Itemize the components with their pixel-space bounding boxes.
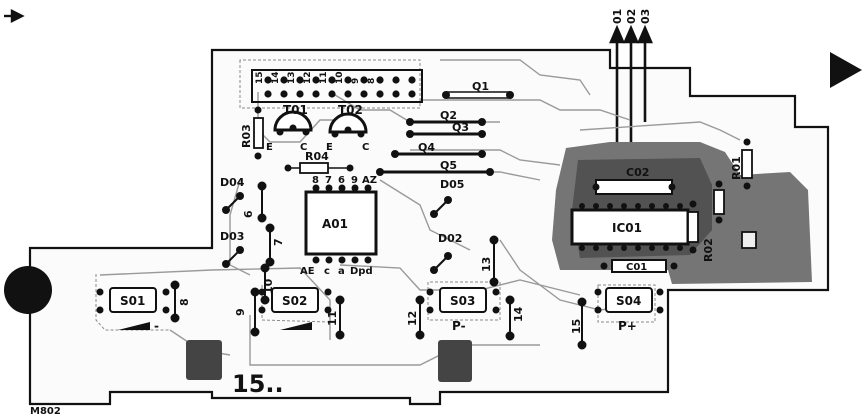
ic-pin-top-9: 9	[351, 175, 358, 186]
transistor-t01	[273, 110, 313, 136]
jumper-label-7: 7	[272, 238, 285, 246]
resistor-r01	[713, 138, 757, 249]
connector-label-14: 14	[271, 71, 281, 84]
diode-d05-label: D05	[440, 178, 464, 191]
ic-ic01-label: IC01	[612, 221, 642, 235]
transistor-t02-label: T02	[338, 103, 363, 117]
capacitor-c02-label: C02	[626, 166, 649, 179]
t01-pin-c: C	[300, 142, 307, 153]
ic-pin-top-8: 8	[312, 175, 319, 186]
output-arrows	[609, 24, 653, 142]
bridge-q3-label: Q3	[452, 121, 469, 134]
output-label-02: 02	[625, 9, 638, 24]
diode-d03-label: D03	[220, 230, 244, 243]
switch-s03	[426, 287, 500, 314]
resistor-r04-label: R04	[305, 150, 329, 163]
jumper-label-9: 9	[234, 308, 247, 316]
jumper-label-11: 11	[326, 311, 339, 326]
diode-d05	[430, 196, 452, 218]
switch-s04	[594, 287, 664, 314]
resistor-r04	[284, 162, 354, 174]
jumper-label-8: 8	[178, 298, 191, 306]
jumper-label-6: 6	[242, 210, 255, 218]
output-label-03: 03	[639, 9, 652, 24]
diode-d02-label: D02	[438, 232, 462, 245]
switch-s03-sign: P-	[452, 319, 466, 333]
connector-block	[251, 69, 423, 103]
jumper-label-14: 14	[512, 306, 525, 322]
switch-s04-sign: P+	[618, 319, 637, 333]
resistor-r03	[253, 106, 264, 160]
capacitor-c01	[600, 259, 678, 273]
ic-pin-top-az: AZ	[362, 175, 377, 186]
alignment-circle	[4, 266, 52, 314]
transistor-t01-label: T01	[283, 103, 308, 117]
connector-label-8: 8	[367, 78, 377, 84]
ic-pin-bottom-ae: AE	[300, 266, 315, 277]
connector-label-12: 12	[303, 71, 313, 84]
connector-label-15: 15	[255, 71, 265, 84]
diode-d02	[430, 252, 452, 274]
switch-s02-label: S02	[282, 294, 307, 308]
resistor-r02	[687, 200, 699, 254]
switch-s03-label: S03	[450, 294, 475, 308]
t02-pin-e: E	[326, 142, 333, 153]
ic-ic01	[570, 203, 690, 251]
switch-s01-sign: -	[154, 319, 159, 333]
ic-pin-top-6: 6	[338, 175, 345, 186]
bridges-q2-q5	[376, 118, 494, 176]
t02-pin-c: C	[362, 142, 369, 153]
output-label-01: 01	[611, 9, 624, 24]
resistor-r01-label: R01	[730, 156, 743, 180]
pad-block-left	[186, 340, 222, 380]
ic-pin-top-7: 7	[325, 175, 332, 186]
capacitor-c02	[592, 179, 676, 195]
diode-d03	[222, 246, 244, 268]
ic-a01-label: A01	[322, 217, 348, 231]
diode-d04	[222, 192, 244, 214]
connector-label-10: 10	[335, 71, 345, 84]
jumper-label-15: 15	[570, 319, 583, 334]
transistor-t02	[328, 112, 368, 138]
resistor-r03-label: R03	[240, 124, 253, 148]
ic-pin-bottom-c: c	[324, 266, 330, 277]
ic-pin-bottom-a: a	[338, 266, 345, 277]
connector-label-11: 11	[319, 71, 329, 84]
pad-block-right	[438, 340, 472, 382]
switch-s04-label: S04	[616, 294, 641, 308]
bridge-q4-label: Q4	[418, 141, 435, 154]
bridge-q1-label: Q1	[472, 80, 489, 93]
switch-s02	[258, 287, 332, 330]
top-left-arrow-mark	[4, 9, 25, 23]
alignment-triangle	[830, 52, 862, 88]
t01-pin-e: E	[266, 142, 273, 153]
board-number: 15..	[232, 370, 284, 398]
switch-s01-label: S01	[120, 294, 145, 308]
switch-s01	[96, 287, 170, 330]
drawing-code: M802	[30, 406, 61, 417]
connector-pads	[264, 76, 416, 98]
jumper-label-13: 13	[480, 257, 493, 272]
jumper-wires	[170, 181, 587, 350]
connector-label-13: 13	[287, 71, 297, 84]
bridge-q2-label: Q2	[440, 109, 457, 122]
ic-pin-bottom-dpd: Dpd	[350, 266, 373, 277]
bridge-q5-label: Q5	[440, 159, 457, 172]
capacitor-c01-label: C01	[626, 262, 647, 273]
diode-d04-label: D04	[220, 176, 245, 189]
connector-label-9: 9	[351, 78, 361, 84]
ic-a01	[304, 184, 378, 264]
jumper-label-12: 12	[406, 311, 419, 326]
resistor-r02-label: R02	[702, 238, 715, 262]
